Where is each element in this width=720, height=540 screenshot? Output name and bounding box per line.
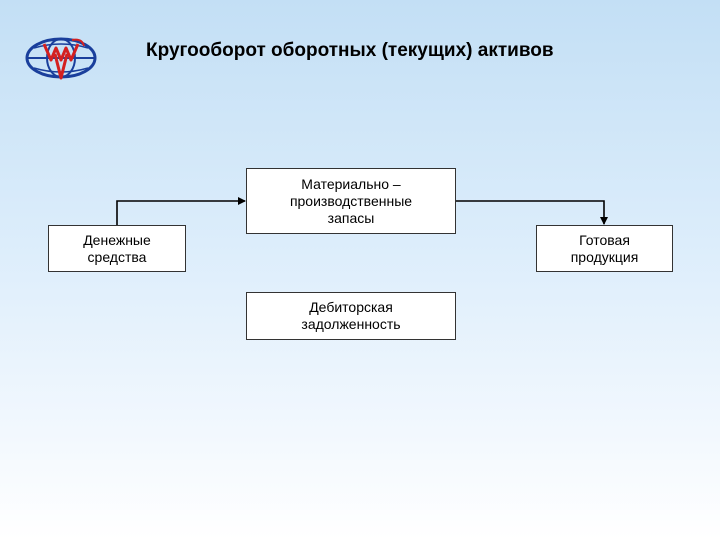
node-products-label: Готовая продукция xyxy=(570,231,639,265)
node-products: Готовая продукция xyxy=(536,225,673,272)
arrow-materials-to-products xyxy=(456,200,608,225)
arrow-cash-to-materials xyxy=(116,197,246,225)
page-title: Кругооборот оборотных (текущих) активов xyxy=(146,40,554,61)
node-materials-label: Материально – производственные запасы xyxy=(289,175,413,226)
node-receivables-label: Дебиторская задолженность xyxy=(301,299,401,332)
node-cash-label: Денежные средства xyxy=(83,231,151,265)
node-receivables: Дебиторская задолженность xyxy=(246,292,456,340)
node-materials: Материально – производственные запасы xyxy=(246,168,456,234)
node-cash: Денежные средства xyxy=(48,225,186,272)
globe-logo-icon xyxy=(25,37,97,80)
